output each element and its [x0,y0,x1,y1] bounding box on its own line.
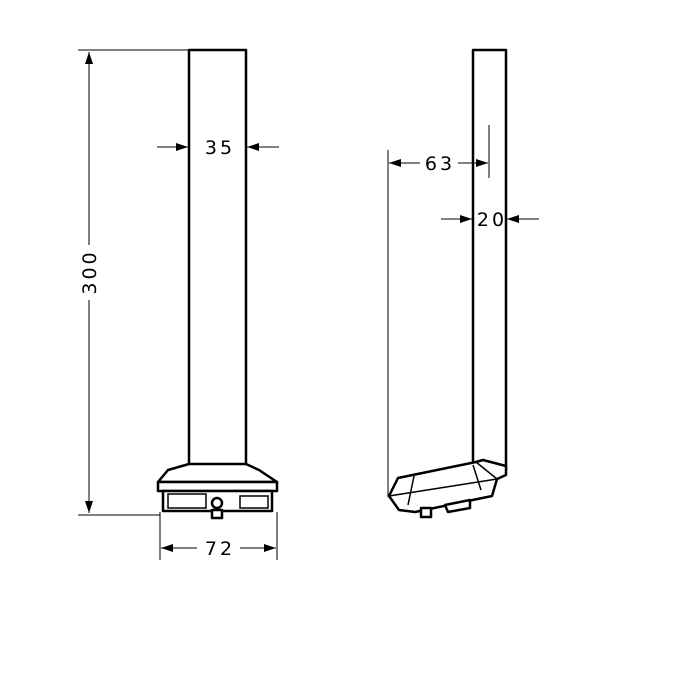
front-view [156,48,279,520]
column-depth-label: 20 [477,209,507,231]
dimension-height: 300 [78,49,189,516]
dimension-base-width: 72 [159,512,278,560]
dimension-column-width: 35 [157,137,279,159]
front-connector-tip [210,508,224,520]
side-base-edges [388,461,498,506]
column-width-label: 35 [205,137,235,159]
front-base-cover [156,462,279,484]
front-base-rim [156,480,279,493]
front-base-detail [167,493,207,509]
base-width-label: 72 [205,538,235,560]
projection-label: 63 [425,153,455,175]
side-connector [419,506,433,519]
height-label: 300 [79,249,101,294]
side-base-detail [443,498,472,514]
side-view [387,48,508,519]
front-base-detail [239,495,269,509]
front-connector [210,496,224,510]
dimension-column-depth: 20 [441,209,539,231]
dimension-projection: 63 [387,125,490,497]
side-column [471,48,508,472]
side-base [387,458,508,514]
front-column [187,48,248,472]
